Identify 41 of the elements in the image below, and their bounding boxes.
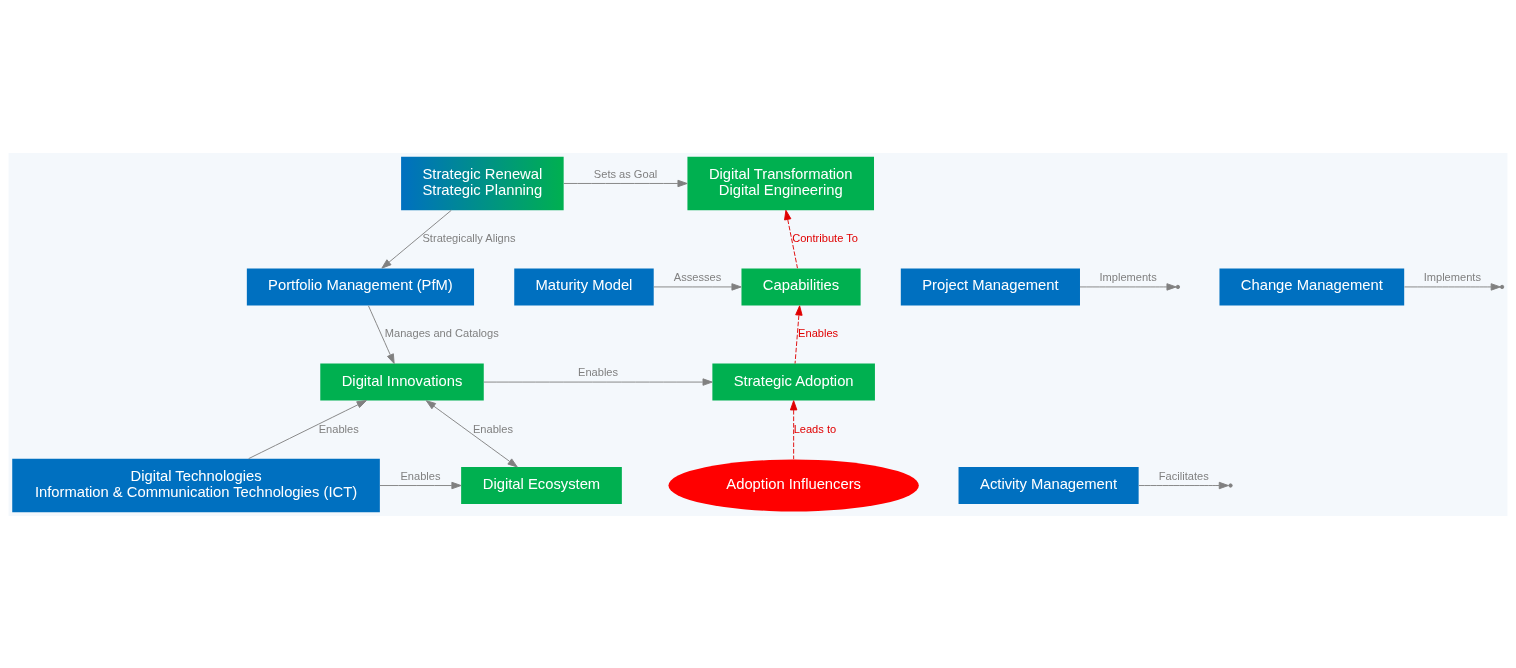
node-box: Maturity Model bbox=[514, 267, 654, 305]
arrow bbox=[1138, 481, 1229, 489]
node-box: Digital Innovations bbox=[320, 363, 484, 401]
arrow bbox=[794, 304, 803, 364]
node-box: Strategic Renewal Strategic Planning bbox=[401, 156, 564, 210]
arrow bbox=[248, 399, 367, 459]
arrow bbox=[1079, 282, 1177, 291]
arrow bbox=[784, 209, 798, 269]
node-box: Digital Technologies Information & Communication Technologies (ICT) bbox=[12, 458, 380, 512]
arrow bbox=[653, 282, 742, 291]
edge-label: Enables bbox=[318, 422, 359, 434]
arrow bbox=[789, 399, 798, 460]
node-box: Activity Management bbox=[958, 466, 1139, 504]
edge-label: Enables bbox=[472, 422, 514, 434]
arrow bbox=[379, 481, 462, 489]
edge-label: Implements bbox=[1099, 270, 1157, 283]
arrow bbox=[563, 179, 688, 187]
node-box: Capabilities bbox=[741, 267, 861, 305]
edge-label: Implements bbox=[1423, 270, 1481, 283]
edge-label: Enables bbox=[578, 365, 619, 378]
arrow bbox=[368, 304, 395, 364]
edge-label: Contribute To bbox=[792, 231, 858, 244]
edge-label: Manages and Catalogs bbox=[384, 326, 499, 339]
arrow bbox=[425, 399, 518, 467]
node-ellipse: Adoption Influencers bbox=[668, 459, 919, 511]
edge-label: Enables bbox=[400, 469, 441, 482]
node-box: Digital Ecosystem bbox=[461, 466, 622, 504]
edge-label: Sets as Goal bbox=[593, 167, 658, 180]
node-box: Change Management bbox=[1219, 267, 1405, 305]
edge-label: Strategically Aligns bbox=[422, 231, 516, 244]
node-box: Digital Transformation Digital Engineering bbox=[687, 156, 874, 210]
edge-label: Assesses bbox=[673, 270, 722, 283]
arrow bbox=[483, 377, 713, 386]
edge-label: Leads to bbox=[793, 422, 837, 434]
arrow bbox=[1404, 282, 1501, 291]
node-box: Project Management bbox=[900, 267, 1080, 305]
arrow bbox=[381, 209, 452, 269]
edge-label: Facilitates bbox=[1158, 469, 1209, 482]
edge-label: Enables bbox=[798, 326, 839, 339]
node-box: Portfolio Management (PfM) bbox=[246, 267, 475, 305]
node-box: Strategic Adoption bbox=[712, 363, 875, 401]
